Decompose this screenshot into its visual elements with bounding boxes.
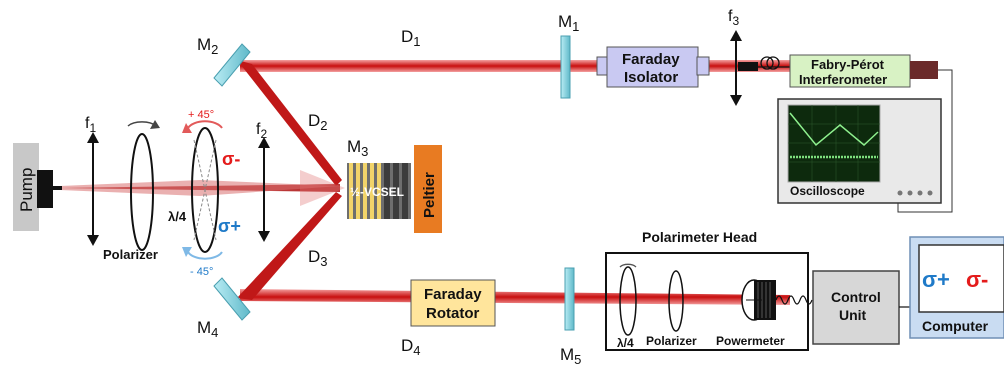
svg-text:λ/4: λ/4 <box>617 336 634 350</box>
powermeter <box>741 279 776 321</box>
polarimeter-head: Polarimeter Head λ/4 Polarizer Powermete… <box>605 229 809 351</box>
optical-fiber <box>758 56 790 70</box>
svg-text:Isolator: Isolator <box>624 69 678 86</box>
lens-f1: f1 <box>85 115 99 246</box>
powermeter-cable <box>775 295 813 305</box>
peltier-block <box>414 145 442 233</box>
minus45-label: - 45° <box>190 266 213 278</box>
computer-label: Computer <box>922 318 989 334</box>
svg-text:Faraday: Faraday <box>424 286 482 303</box>
lens-f2: f2 <box>256 121 270 242</box>
vcsel-assembly: M3 ½-VCSEL Peltier <box>347 137 442 233</box>
lens-f3: f3 <box>728 8 742 106</box>
mirror-m2: M2 <box>197 35 251 87</box>
mirror-m5: M5 <box>560 267 581 367</box>
svg-text:f3: f3 <box>728 8 739 28</box>
polarimeter-head-label: Polarimeter Head <box>642 229 757 245</box>
svg-text:Fabry-Pérot: Fabry-Pérot <box>811 57 885 72</box>
pump-laser: Pump <box>13 143 62 231</box>
peltier-label: Peltier <box>421 172 438 218</box>
svg-text:Control: Control <box>831 289 881 305</box>
oscilloscope-screen <box>788 105 880 182</box>
svg-text:M1: M1 <box>558 12 579 34</box>
d1-label: D1 <box>401 27 421 49</box>
sigma-minus-label: σ- <box>222 149 240 169</box>
mirror-m4: M4 <box>197 277 251 340</box>
svg-text:f2: f2 <box>256 121 267 141</box>
polarizer-label: Polarizer <box>103 247 158 262</box>
svg-text:Polarizer: Polarizer <box>646 334 697 348</box>
beam-d3 <box>237 192 342 300</box>
polarizer: Polarizer <box>103 120 160 262</box>
plus45-label: + 45° <box>188 109 214 121</box>
mirror-m1: M1 <box>558 12 579 99</box>
vcsel-label: ½-VCSEL <box>350 185 404 199</box>
oscilloscope: Oscilloscope <box>777 98 942 204</box>
computer-sigma-plus: σ+ <box>922 267 950 292</box>
svg-text:Faraday: Faraday <box>622 51 680 68</box>
beam-d2 <box>237 60 342 186</box>
svg-text:Rotator: Rotator <box>426 305 479 322</box>
svg-text:M2: M2 <box>197 35 218 57</box>
svg-text:f1: f1 <box>85 115 96 135</box>
fiber-coupler <box>738 62 758 71</box>
fabry-perot-interferometer: Fabry-Pérot Interferometer <box>789 54 938 88</box>
beam-d4 <box>240 289 790 305</box>
quarter-wave-plate: λ/4 + 45° - 45° σ- σ+ <box>168 109 241 278</box>
faraday-isolator: Faraday Isolator <box>596 46 710 88</box>
oscilloscope-label: Oscilloscope <box>790 184 865 198</box>
computer: σ+ σ- Computer <box>909 236 1004 339</box>
svg-text:M3: M3 <box>347 137 368 159</box>
svg-text:Unit: Unit <box>839 307 867 323</box>
computer-sigma-minus: σ- <box>966 267 988 292</box>
pump-label: Pump <box>17 168 36 212</box>
faraday-rotator: Faraday Rotator <box>410 279 496 327</box>
d4-label: D4 <box>401 336 421 358</box>
svg-text:Powermeter: Powermeter <box>716 334 785 348</box>
d2-label: D2 <box>308 111 328 133</box>
svg-text:Interferometer: Interferometer <box>799 72 887 87</box>
svg-text:M5: M5 <box>560 345 581 367</box>
d3-label: D3 <box>308 247 328 269</box>
quarter-wave-label: λ/4 <box>168 209 187 224</box>
sigma-plus-label: σ+ <box>218 216 241 236</box>
control-unit: Control Unit <box>812 270 900 345</box>
svg-text:M4: M4 <box>197 318 218 340</box>
oscilloscope-cable <box>897 69 953 213</box>
